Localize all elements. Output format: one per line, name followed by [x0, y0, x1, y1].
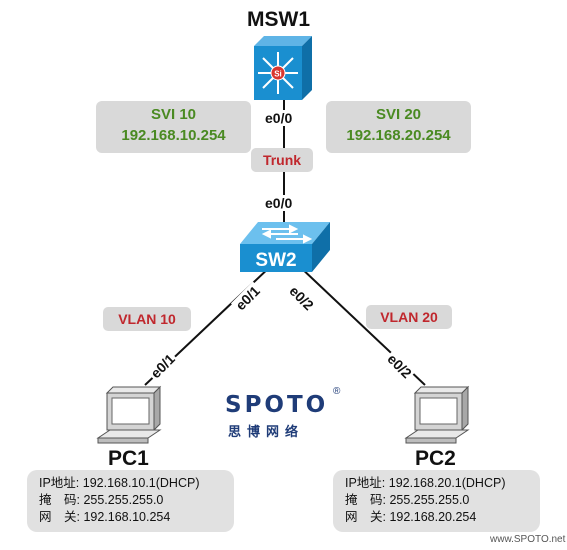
spoto-logo-subtitle: 思博网络 [228, 425, 305, 440]
device-name-pc1: PC1 [108, 447, 149, 470]
svi-20-ip: 192.168.20.254 [346, 127, 451, 144]
svi-10-box: SVI 10 192.168.10.254 [96, 101, 251, 153]
svi-20-name: SVI 20 [375, 106, 422, 123]
svi-20-box: SVI 20 192.168.20.254 [326, 101, 471, 153]
svi-10-name: SVI 10 [150, 106, 197, 123]
trunk-label: Trunk [251, 148, 313, 172]
pc2-ip-row: IP地址: 192.168.20.1(DHCP) [345, 476, 506, 490]
pc1-mask-row: 掩 码: 255.255.255.0 [39, 493, 164, 507]
svi-10-ip: 192.168.10.254 [121, 127, 226, 144]
port-label-sw2-e0-0: e0/0 [263, 195, 295, 211]
sw2-label: SW2 [255, 250, 296, 271]
pc2-gateway-row: 网 关: 192.168.20.254 [345, 510, 477, 524]
pc2-mask-row: 掩 码: 255.255.255.0 [345, 493, 470, 507]
pc2-info-box: IP地址: 192.168.20.1(DHCP) 掩 码: 255.255.25… [333, 470, 540, 532]
layer2-switch-icon[interactable]: SW2 [240, 222, 330, 272]
device-name-pc2: PC2 [415, 447, 456, 470]
spoto-logo: SPOTO [225, 392, 329, 418]
vlan-20-label: VLAN 20 [366, 305, 452, 329]
pc1-ip-row: IP地址: 192.168.10.1(DHCP) [39, 476, 200, 490]
layer3-switch-icon[interactable]: Si [254, 36, 312, 100]
si-label: Si [274, 70, 282, 79]
vlan-10-label: VLAN 10 [103, 307, 191, 331]
watermark: www.SPOTO.net [490, 534, 566, 545]
port-label-msw1-e0-0: e0/0 [263, 110, 295, 126]
pc-icon[interactable] [96, 385, 162, 444]
pc1-info-box: IP地址: 192.168.10.1(DHCP) 掩 码: 255.255.25… [27, 470, 234, 532]
pc1-gateway-row: 网 关: 192.168.10.254 [39, 510, 171, 524]
pc-icon[interactable] [404, 385, 470, 444]
spoto-logo-registered: ® [333, 386, 341, 397]
device-name-msw1: MSW1 [247, 8, 310, 31]
